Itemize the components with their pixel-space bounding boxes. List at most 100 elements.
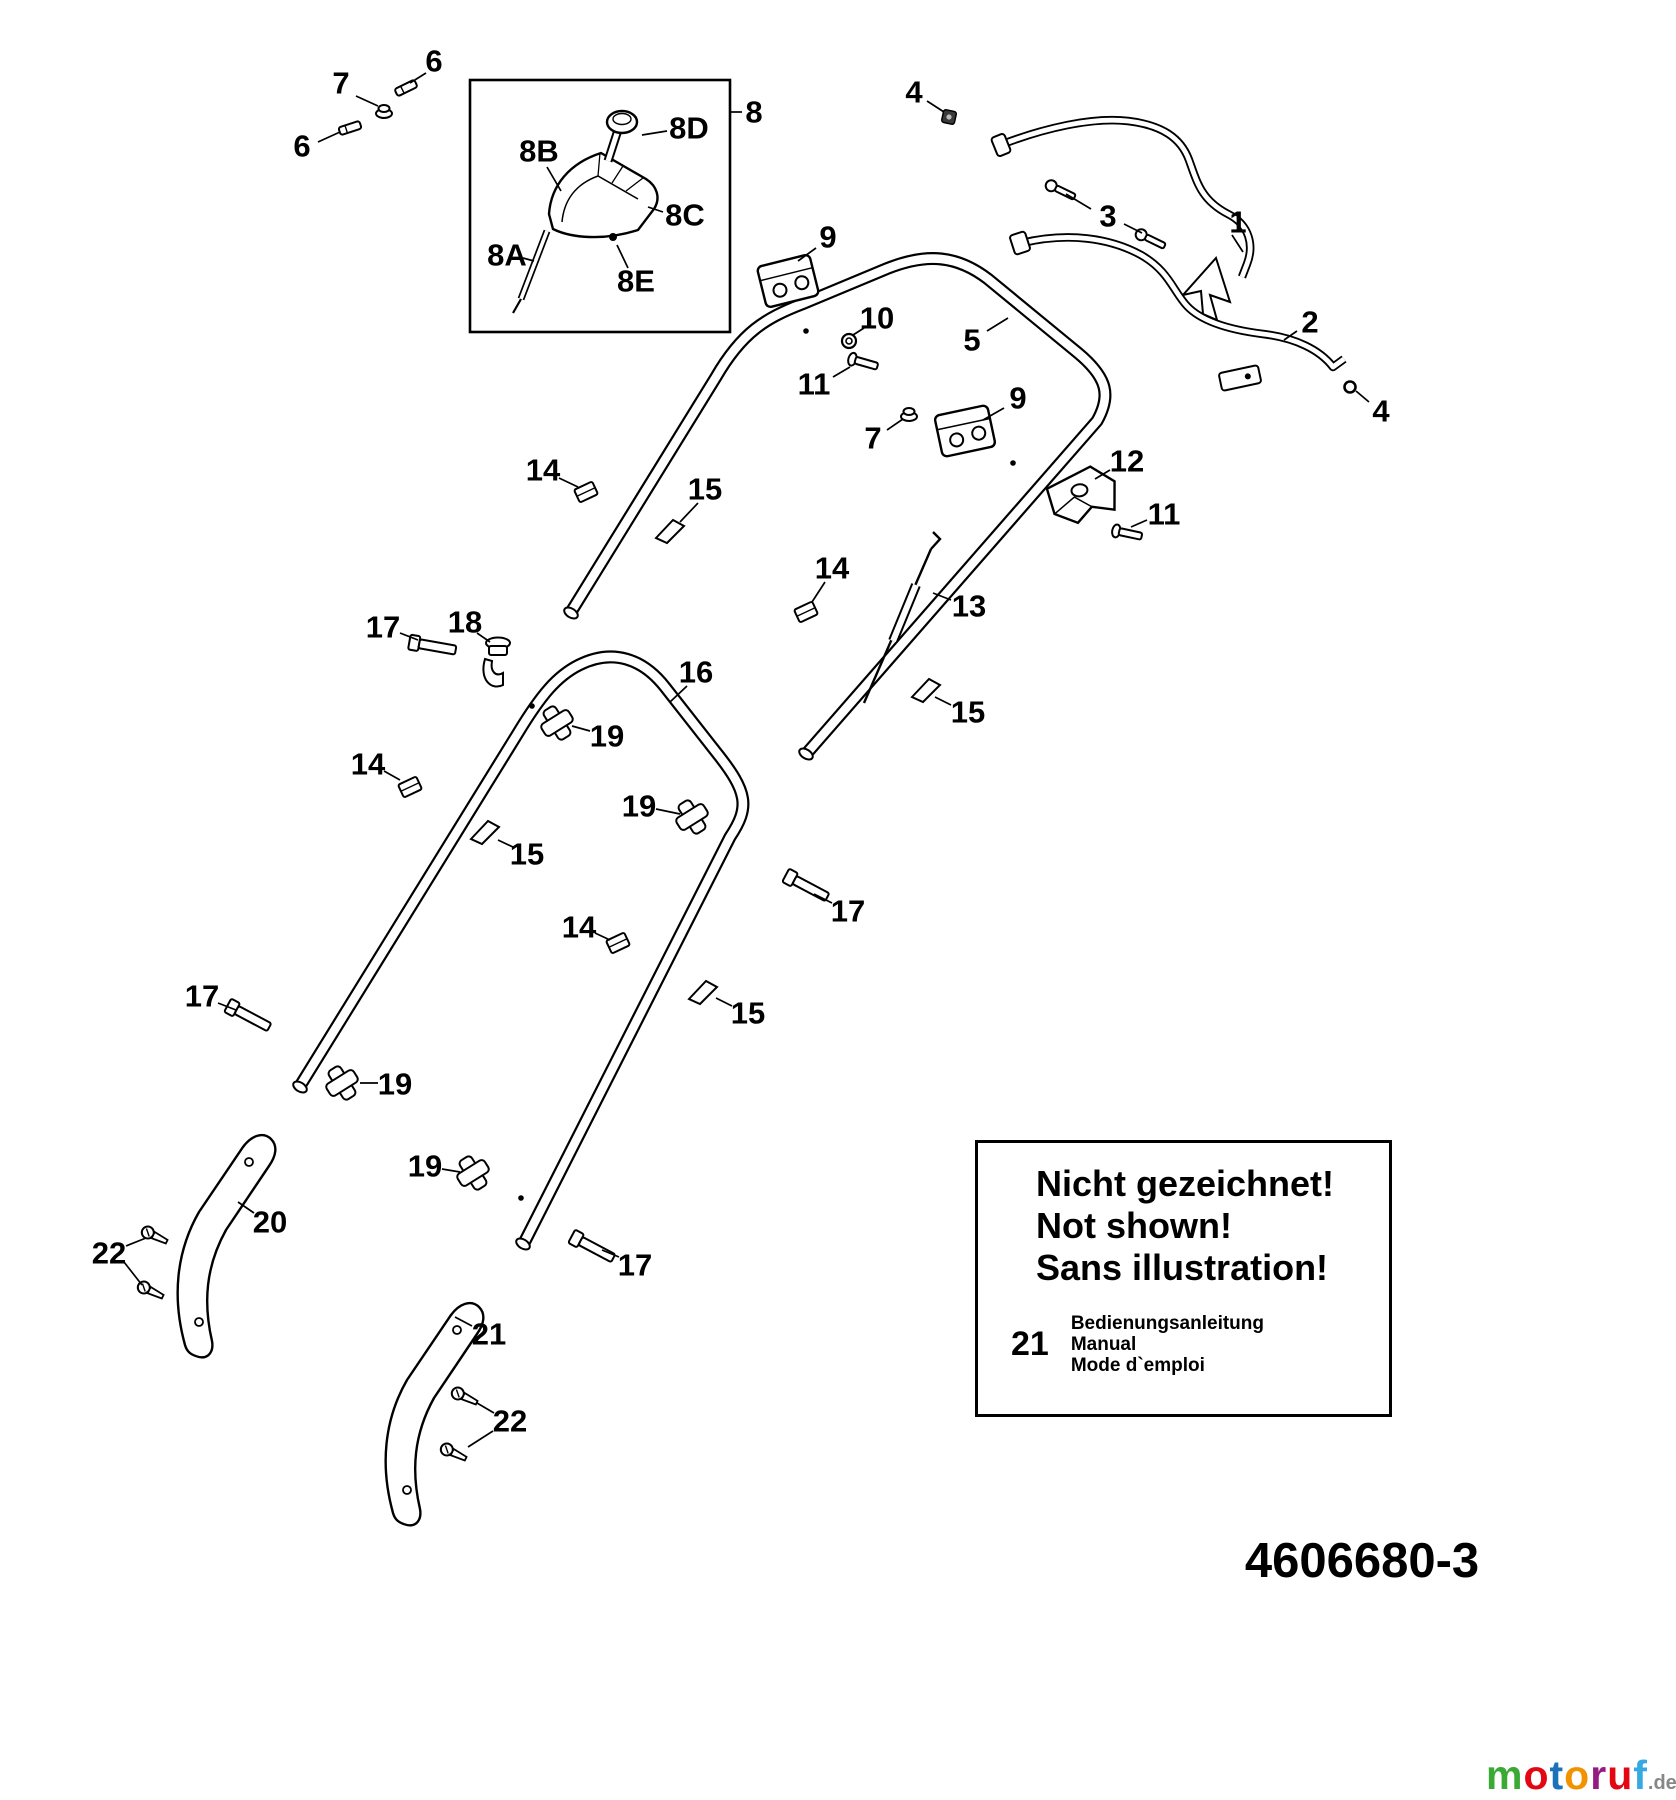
nut-4a <box>941 109 957 125</box>
leader-line <box>317 131 341 143</box>
part-label-5-13: 5 <box>963 322 981 358</box>
not-shown-title-fr: Sans illustration! <box>1036 1247 1329 1288</box>
ring-4b <box>1343 380 1357 394</box>
part-label-14-31: 14 <box>350 746 386 782</box>
leader-line <box>926 100 945 113</box>
leader-line <box>125 1237 147 1247</box>
leader-line <box>399 632 419 641</box>
throttle-control-8 <box>512 109 659 314</box>
throttle-cable-13 <box>862 531 942 704</box>
part-label-19-32: 19 <box>621 788 657 824</box>
leader-line <box>813 893 833 904</box>
part-label-8d-5: 8D <box>669 110 709 146</box>
part-label-19-40: 19 <box>407 1148 443 1184</box>
leader-line <box>982 407 1005 421</box>
leader-line <box>409 72 427 84</box>
leader-line <box>522 257 535 262</box>
leader-line <box>1094 469 1111 480</box>
leader-line <box>571 725 591 732</box>
leader-line <box>715 997 733 1007</box>
part-label-15-33: 15 <box>509 836 545 872</box>
part-label-13-25: 13 <box>951 588 987 624</box>
logo-letter: u <box>1607 1752 1634 1798</box>
leader-line <box>934 696 952 706</box>
leader-line <box>1283 330 1298 341</box>
part-label-15-29: 15 <box>950 694 986 730</box>
leader-line <box>558 477 579 488</box>
part-label-19-38: 19 <box>377 1066 413 1102</box>
leader-line <box>383 770 401 781</box>
leader-line <box>679 502 699 523</box>
leader-line <box>1231 234 1244 253</box>
part-label-17-34: 17 <box>830 893 866 929</box>
part-label-8b-4: 8B <box>519 133 559 169</box>
part-label-20-39: 20 <box>252 1204 288 1240</box>
part-label-11-16: 11 <box>797 366 831 402</box>
logo-letter: f <box>1633 1752 1648 1798</box>
throttle-screw-8e <box>609 233 617 241</box>
part-label-14-24: 14 <box>814 550 850 586</box>
part-label-7-18: 7 <box>864 420 882 456</box>
leader-line <box>655 808 681 815</box>
lower-handle-16 <box>292 657 743 1251</box>
nut-10 <box>840 332 858 350</box>
not-shown-item-21: 21 Bedienungsanleitung Manual Mode d`emp… <box>1011 1313 1389 1376</box>
part-label-22-41: 22 <box>91 1235 127 1271</box>
cable-harness-2 <box>1009 230 1344 392</box>
leader-line <box>123 1261 143 1286</box>
motoruf-domain-suffix: .de <box>1647 1772 1676 1794</box>
part-label-1-11: 1 <box>1229 204 1247 240</box>
leader-line <box>601 1249 620 1258</box>
not-shown-box: Nicht gezeichnet! Not shown! Sans illust… <box>975 1140 1392 1417</box>
part-label-16-28: 16 <box>678 654 714 690</box>
leader-line <box>355 95 379 107</box>
leader-line <box>1130 519 1148 528</box>
part-label-18-27: 18 <box>447 604 483 640</box>
logo-letter: r <box>1590 1752 1608 1798</box>
upper-handle-5 <box>563 259 1105 761</box>
handle-bracket-21 <box>384 1301 485 1527</box>
leader-line <box>467 1430 494 1448</box>
part-label-15-22: 15 <box>687 471 723 507</box>
not-shown-title-de: Nicht gezeichnet! <box>1036 1163 1335 1204</box>
part-label-17-42: 17 <box>617 1247 653 1283</box>
leader-line <box>454 1316 473 1327</box>
motoruf-logo[interactable]: motoruf.de <box>1486 1752 1676 1799</box>
leader-line <box>811 581 826 603</box>
manual-label-en: Manual <box>1070 1334 1137 1355</box>
cable-clamp-18 <box>482 636 511 688</box>
part-label-10-14: 10 <box>859 300 895 336</box>
part-label-17-26: 17 <box>365 609 401 645</box>
leader-line <box>217 1002 237 1011</box>
part-label-7-0: 7 <box>332 65 350 101</box>
part-label-6-1: 6 <box>425 43 443 79</box>
part-label-17-36: 17 <box>184 978 220 1014</box>
part-label-8-3: 8 <box>745 94 763 130</box>
part-label-21-43: 21 <box>471 1316 507 1352</box>
leader-line <box>1065 193 1092 210</box>
part-label-3-10: 3 <box>1099 198 1117 234</box>
handle-bracket-20 <box>176 1133 277 1359</box>
leader-line <box>641 130 668 136</box>
logo-letter: o <box>1564 1752 1591 1798</box>
leader-line <box>647 206 664 213</box>
leader-line <box>1123 223 1143 234</box>
leader-line <box>497 839 514 848</box>
manual-label-de: Bedienungsanleitung <box>1070 1313 1265 1334</box>
part-label-19-30: 19 <box>589 718 625 754</box>
cable-connector <box>1218 364 1262 392</box>
leader-line <box>669 685 688 703</box>
part-label-6-2: 6 <box>293 128 311 164</box>
manual-label-fr: Mode d`emploi <box>1070 1355 1205 1376</box>
leader-line <box>594 932 611 941</box>
leader-line <box>1355 390 1370 403</box>
logo-letter: t <box>1549 1752 1565 1798</box>
leader-lines <box>123 72 1370 1448</box>
drawing-part-number: 4606680-3 <box>1244 1534 1480 1588</box>
part-label-14-35: 14 <box>561 909 597 945</box>
part-label-4-17: 4 <box>1372 393 1390 429</box>
part-label-8c-6: 8C <box>665 197 705 233</box>
part-label-9-19: 9 <box>1009 380 1027 416</box>
